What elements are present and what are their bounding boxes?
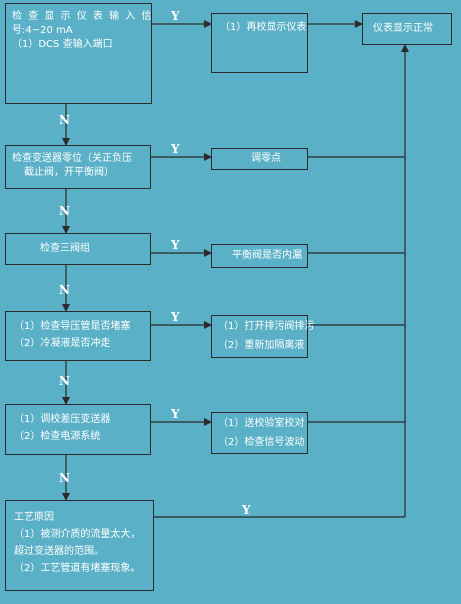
act4-line-1: （1）打开排污阀排污 [218,321,315,332]
yes-label-5: Y [171,407,180,421]
yes-label-1: Y [171,9,180,23]
step1-line-3: （1）DCS 查输入端口 [12,39,113,50]
act2-line-1: 调零点 [251,153,281,164]
step1-line-1: 检 查 显 示 仪 表 输 入 信 [12,11,153,22]
act5-send-to-lab: （1）送校验室校对 （2）检查信号波动 [211,412,308,454]
step4-check-impulse-tube: （1）检查导压管是否堵塞 （2）冷凝液是否冲走 [5,311,151,361]
step4-line-2: （2）冷凝液是否冲走 [14,338,111,349]
step3-line-1: 检查三阀组 [40,243,90,254]
yes-label-2: Y [171,142,180,156]
step6-line-1: 工艺原因 [14,512,54,523]
step1-line-2: 号:4~20 mA [12,25,73,36]
step5-calibrate-transmitter: （1）调校差压变送器 （2）检查电源系统 [5,404,151,455]
yes-label-4: Y [171,310,180,324]
step2-line-2: 截止阀，开平衡阀） [24,167,114,178]
act4-drain-and-refill: （1）打开排污阀排污 （2）重新加隔离液 [211,315,315,358]
act4-line-2: （2）重新加隔离液 [218,340,305,351]
step3-check-three-valve: 检查三阀组 [5,233,151,265]
no-label-5: N [59,471,70,485]
act3-line-1: 平衡阀是否内漏 [232,250,302,261]
result-display-normal: 仪表显示正常 [362,13,452,45]
step2-check-transmitter-zero: 检查变送器零位（关正负压 截止阀，开平衡阀） [5,145,151,189]
step6-process-causes: 工艺原因 （1）被测介质的流量太大， 超过变送器的范围。 （2）工艺管道有堵塞现… [5,500,154,591]
result-line-1: 仪表显示正常 [373,23,433,34]
step6-line-4: （2）工艺管道有堵塞现象。 [14,563,141,574]
step2-line-1: 检查变送器零位（关正负压 [12,153,132,164]
yes-label-3: Y [171,238,180,252]
step6-line-2: （1）被测介质的流量太大， [14,529,141,540]
step4-line-1: （1）检查导压管是否堵塞 [14,321,131,332]
no-label-1: N [59,113,70,127]
step5-line-1: （1）调校差压变送器 [14,414,111,425]
step1-check-display-input: 检 查 显 示 仪 表 输 入 信 号:4~20 mA （1）DCS 查输入端口 [5,3,152,104]
no-label-2: N [59,204,70,218]
act2-adjust-zero: 调零点 [211,148,308,170]
act1-recalibrate-display: （1）再校显示仪表 [211,13,308,73]
step6-line-3: 超过变送器的范围。 [14,546,104,557]
no-label-3: N [59,283,70,297]
yes-label-6: Y [242,503,251,517]
act5-line-2: （2）检查信号波动 [218,437,305,448]
act3-balance-valve-leak: 平衡阀是否内漏 [211,244,308,268]
no-label-4: N [59,374,70,388]
step5-line-2: （2）检查电源系统 [14,431,101,442]
act5-line-1: （1）送校验室校对 [218,418,305,429]
act1-line-1: （1）再校显示仪表 [220,22,307,33]
